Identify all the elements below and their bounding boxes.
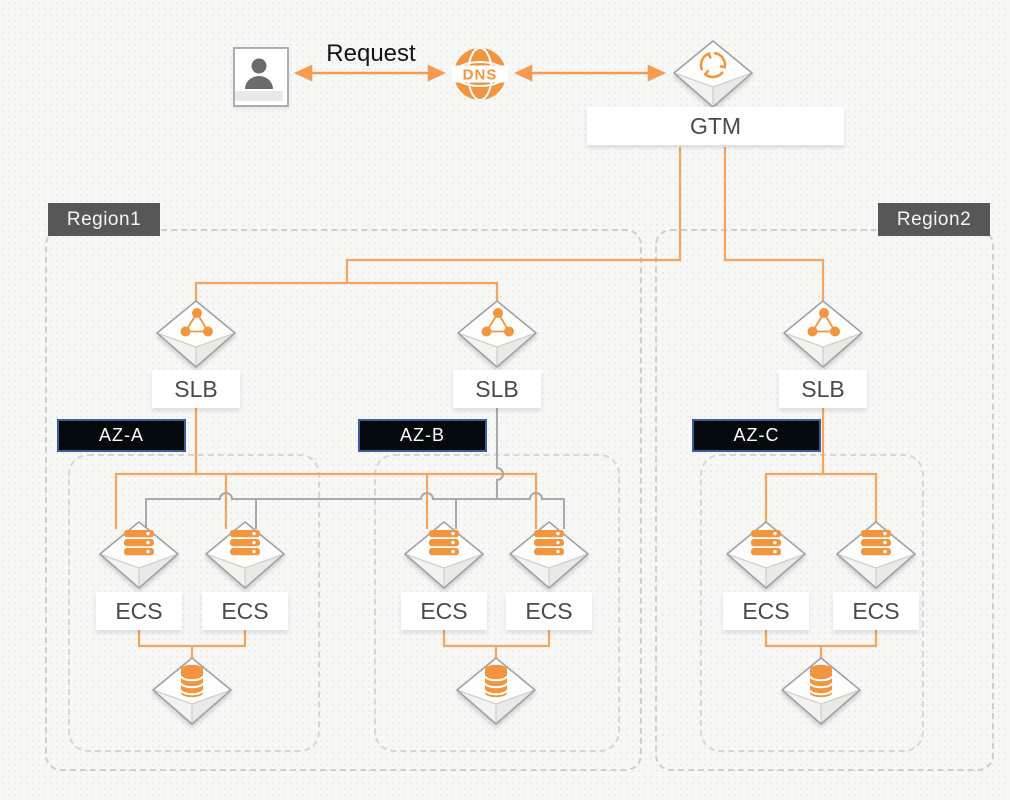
gtm-to-slb-links [194,147,825,301]
ecs-label: ECS [833,592,919,630]
ecs-label: ECS [202,592,288,630]
ecs-label: ECS [401,592,487,630]
az-a-badge: AZ-A [57,419,186,452]
region2-badge: Region2 [878,203,990,236]
az-c-badge: AZ-C [692,419,821,452]
database-node-icon [456,657,536,725]
user-icon [233,47,289,107]
ecs-label: ECS [96,592,182,630]
ecs-label: ECS [723,592,809,630]
request-arrow-user-dns [293,64,447,82]
dns-icon: DNS [452,46,508,107]
slb-label: SLB [453,370,541,408]
slb-label: SLB [779,370,867,408]
region1-boundary [45,229,642,771]
ecs-label: ECS [506,592,592,630]
ecs-node-icon [404,521,484,589]
slb3-to-ecs-links [764,408,878,525]
slb2-to-ecs-links [145,408,565,529]
region1-badge: Region1 [48,203,160,236]
az-c-boundary [700,454,924,752]
slb1-to-ecs-links [114,408,538,529]
ecs-node-icon [99,521,179,589]
gtm-node-icon [673,40,753,108]
slb-node-icon [156,300,236,368]
ecs-node-icon [509,521,589,589]
database-node-icon [781,657,861,725]
database-node-icon [152,657,232,725]
ecs-node-icon [836,521,916,589]
ecs-node-icon [205,521,285,589]
request-arrow-dns-gtm [513,64,667,82]
slb-node-icon [783,300,863,368]
region2-boundary [655,229,994,771]
ecs-to-db-links [137,630,878,660]
request-label: Request [326,40,416,67]
az-a-boundary [68,454,320,752]
ecs-node-icon [726,521,806,589]
slb-label: SLB [152,370,240,408]
gtm-label: GTM [587,107,844,145]
az-b-badge: AZ-B [358,419,487,452]
dns-label: DNS [463,67,498,84]
slb-node-icon [457,300,537,368]
